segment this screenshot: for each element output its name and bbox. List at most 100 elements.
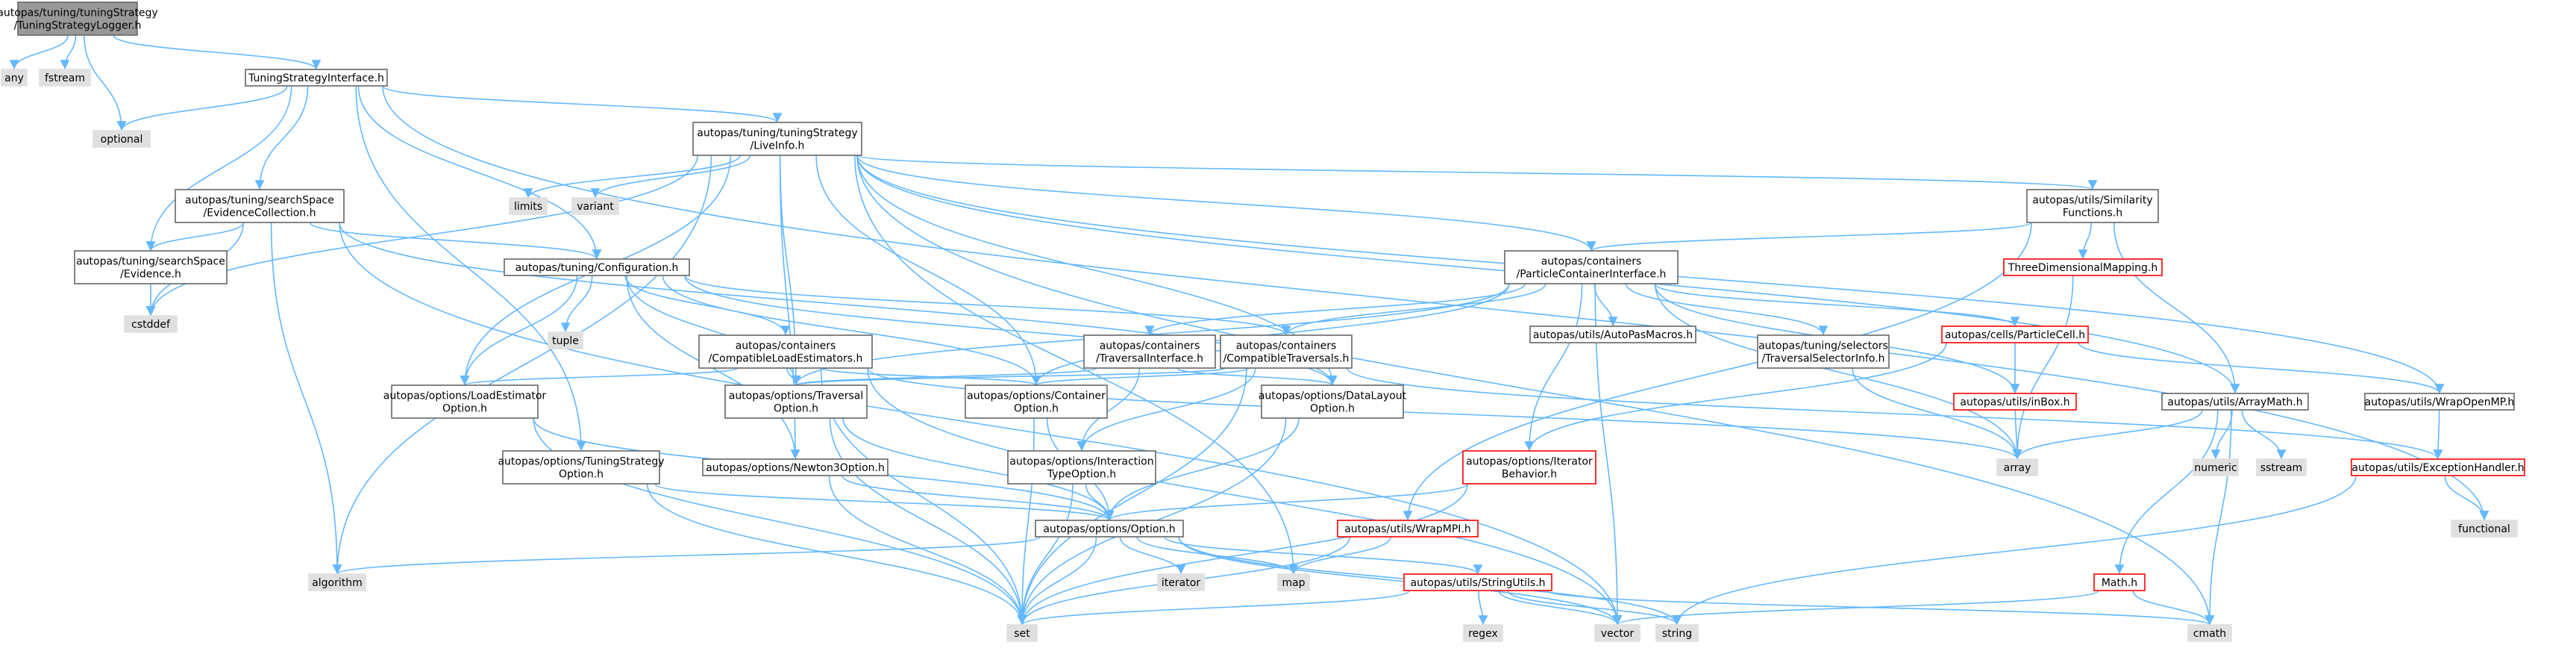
node-box (2003, 258, 2163, 276)
edge-tsi-to-config (357, 85, 602, 260)
node-box (1403, 573, 1552, 591)
edge-exh-to-functional (2444, 475, 2489, 521)
edge-tso-to-option (654, 483, 1115, 521)
edge-ct-to-travopt (792, 367, 1226, 386)
node-box (1007, 450, 1156, 485)
node-label: autopas/options/Option.h (1043, 523, 1175, 535)
edge-option-to-iterator (1119, 536, 1186, 575)
node-tsinfo[interactable]: autopas/tuning/selectors/TraversalSelect… (1757, 334, 1890, 369)
edge-arraymath-to-cmath (2204, 409, 2232, 626)
node-box (2193, 458, 2239, 476)
node-box (1941, 326, 2089, 343)
node-pci[interactable]: autopas/containers/ParticleContainerInte… (1504, 250, 1679, 284)
node-label: autopas/containers (1541, 256, 1642, 268)
node-optional: optional (93, 130, 151, 148)
edge-strutils-to-regex (1478, 590, 1488, 626)
edge-tsi-to-evidence (145, 85, 292, 252)
edge-pcell-to-itb (1524, 342, 1947, 452)
node-evidence[interactable]: autopas/tuning/searchSpace/Evidence.h (74, 250, 228, 284)
node-label: optional (101, 134, 143, 146)
edge-logger-to-fstream (60, 34, 77, 70)
edge-simfun-to-arraymath (2113, 222, 2240, 394)
edge-simfun-to-wrapmpi (1403, 222, 2032, 521)
node-label: Math.h (2102, 577, 2137, 589)
node-strutils[interactable]: autopas/utils/StringUtils.h (1403, 573, 1552, 591)
node-box (2161, 393, 2309, 411)
node-exh[interactable]: autopas/utils/ExceptionHandler.h (2351, 458, 2525, 476)
edge-config-to-dlo (684, 275, 1338, 386)
node-label: autopas/options/Interaction (1009, 456, 1153, 468)
node-box (1462, 450, 1596, 485)
node-math[interactable]: Math.h (2093, 573, 2146, 591)
node-tdm[interactable]: ThreeDimensionalMapping.h (2003, 258, 2163, 276)
node-wrapmpi[interactable]: autopas/utils/WrapMPI.h (1337, 520, 1479, 538)
node-inbox[interactable]: autopas/utils/inBox.h (1953, 393, 2077, 411)
node-sstream: sstream (2256, 458, 2307, 476)
node-label: cstddef (131, 319, 171, 331)
node-arraymath[interactable]: autopas/utils/ArrayMath.h (2161, 393, 2309, 411)
edge-ti-to-dlo (1176, 367, 1338, 386)
node-box (175, 189, 345, 223)
node-label: autopas/utils/ExceptionHandler.h (2351, 462, 2524, 474)
node-label: /EvidenceCollection.h (204, 208, 316, 219)
node-box (504, 258, 690, 276)
node-config[interactable]: autopas/tuning/Configuration.h (504, 258, 690, 276)
node-tsi[interactable]: TuningStrategyInterface.h (245, 69, 388, 87)
node-ct[interactable]: autopas/containers/CompatibleTraversals.… (1220, 334, 1353, 369)
node-box (1594, 624, 1640, 642)
node-label: autopas/utils/ArrayMath.h (2167, 396, 2302, 408)
node-variant: variant (571, 197, 619, 215)
node-n3o[interactable]: autopas/options/Newton3Option.h (702, 458, 889, 476)
edge-pci-to-tsinfo (1625, 283, 1828, 336)
node-label: /CompatibleLoadEstimators.h (709, 353, 863, 365)
node-label: TuningStrategyInterface.h (248, 72, 384, 84)
node-box (391, 384, 539, 419)
edge-liveinfo-to-contopt (815, 155, 1041, 386)
node-label: sstream (2260, 462, 2302, 474)
node-pcell[interactable]: autopas/cells/ParticleCell.h (1941, 326, 2089, 343)
node-label: autopas/containers (1236, 340, 1337, 352)
node-logger[interactable]: autopas/tuning/tuningStrategy/TuningStra… (0, 1, 158, 36)
edge-dlo-to-option (1104, 417, 1300, 521)
edge-ti-to-ito (1077, 367, 1141, 452)
edge-strutils-to-vector (1498, 590, 1623, 626)
edges-layer (9, 34, 2489, 626)
edge-pci-to-ti (1144, 283, 1526, 336)
node-regex: regex (1463, 624, 1503, 642)
node-wrapomp[interactable]: autopas/utils/WrapOpenMP.h (2364, 393, 2515, 411)
node-apm[interactable]: autopas/utils/AutoPasMacros.h (1529, 326, 1696, 343)
node-cle[interactable]: autopas/containers/CompatibleLoadEstimat… (698, 334, 873, 369)
node-cmath: cmath (2187, 624, 2232, 642)
node-box (1655, 624, 1699, 642)
edge-liveinfo-to-variant (590, 155, 751, 199)
node-box (93, 130, 151, 148)
node-option[interactable]: autopas/options/Option.h (1035, 520, 1184, 538)
node-label: variant (577, 201, 614, 213)
edge-logger-to-tsi (113, 34, 322, 70)
edge-option-to-set (1017, 536, 1097, 626)
node-label: any (4, 72, 24, 84)
node-functional: functional (2451, 520, 2518, 538)
edge-cle-to-vector (867, 367, 1623, 626)
edge-option-to-algorithm (333, 536, 1041, 575)
node-box (1953, 393, 2077, 411)
node-box (502, 450, 660, 485)
edge-n3o-to-set (828, 475, 1027, 626)
node-ti[interactable]: autopas/containers/TraversalInterface.h (1083, 334, 1216, 369)
node-evcoll[interactable]: autopas/tuning/searchSpace/EvidenceColle… (175, 189, 345, 223)
node-liveinfo[interactable]: autopas/tuning/tuningStrategy/LiveInfo.h (692, 122, 862, 156)
edge-pci-to-pcell (1654, 283, 2020, 327)
node-box (1529, 326, 1696, 343)
node-label: autopas/tuning/tuningStrategy (697, 128, 857, 140)
edge-pci-to-contopt (1031, 283, 1510, 386)
edge-liveinfo-to-simfun (856, 155, 2097, 190)
node-label: autopas/options/Container (967, 390, 1106, 402)
